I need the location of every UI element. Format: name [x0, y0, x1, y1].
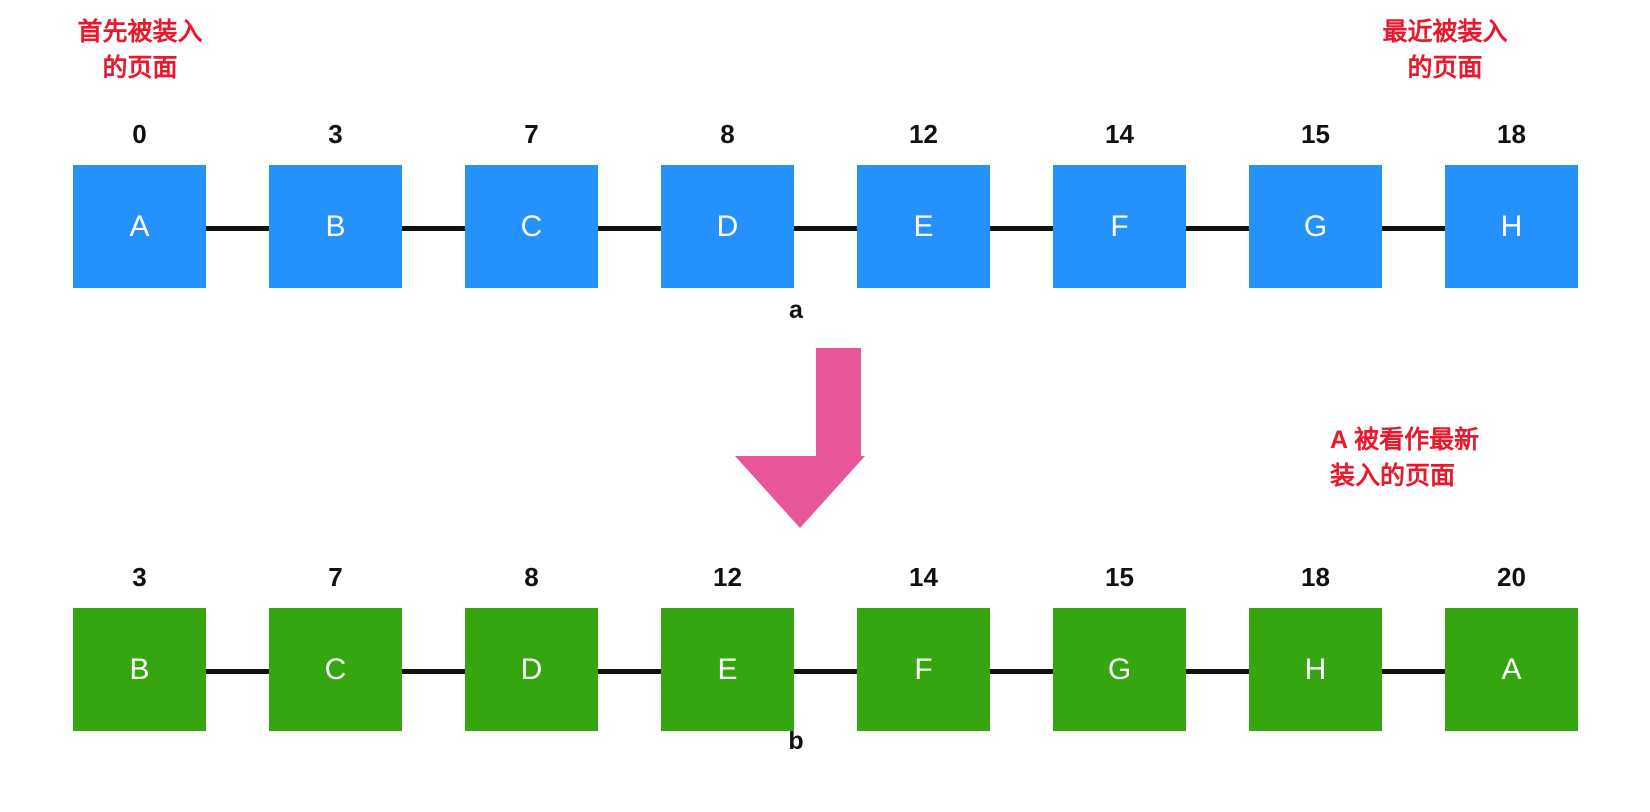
page-frame-connector — [402, 226, 465, 231]
page-frame-timestamp: 14 — [1105, 119, 1134, 149]
page-frame-connector — [1186, 669, 1249, 674]
page-frame-connector — [1186, 226, 1249, 231]
down-arrow-head — [735, 456, 865, 528]
page-frame-timestamp: 0 — [132, 119, 147, 149]
page-frame-connector — [1382, 226, 1445, 231]
page-frame-timestamp: 18 — [1497, 119, 1526, 149]
annotation-most-recently-loaded: 最近被装入 的页面 — [1382, 18, 1508, 83]
page-frame-timestamp: 14 — [909, 562, 938, 592]
page-frame-box: G — [1249, 165, 1382, 288]
page-frame-timestamp: 7 — [328, 562, 343, 592]
page-frame-timestamp: 15 — [1105, 562, 1134, 592]
page-frame-timestamp: 12 — [713, 562, 742, 592]
page-frame-box: F — [1053, 165, 1186, 288]
page-frame-timestamp: 20 — [1497, 562, 1526, 592]
page-frame-connector — [1382, 669, 1445, 674]
page-frame-timestamp: 8 — [524, 562, 539, 592]
annotation-a-is-newest: A 被看作最新 装入的页面 — [1330, 426, 1480, 491]
page-frame-timestamp: 8 — [720, 119, 735, 149]
annotation-first-loaded: 首先被装入 的页面 — [77, 18, 203, 83]
page-frame-box: H — [1445, 165, 1578, 288]
down-arrow-icon — [735, 348, 865, 528]
page-frame-connector — [794, 226, 857, 231]
page-frame-box: D — [465, 608, 598, 731]
down-arrow-shaft — [816, 348, 861, 458]
page-frame-box: A — [1445, 608, 1578, 731]
panel-caption-a: a — [789, 296, 803, 324]
page-frame-timestamp: 12 — [909, 119, 938, 149]
page-frame-box: E — [857, 165, 990, 288]
panel-caption-b: b — [788, 727, 804, 755]
page-frame-box: B — [73, 608, 206, 731]
page-frame-timestamp: 3 — [132, 562, 147, 592]
page-frame-timestamp: 3 — [328, 119, 343, 149]
page-frame-box: G — [1053, 608, 1186, 731]
page-frame-box: C — [465, 165, 598, 288]
page-frame-box: D — [661, 165, 794, 288]
page-frame-connector — [206, 669, 269, 674]
page-frame-box: E — [661, 608, 794, 731]
page-frame-connector — [794, 669, 857, 674]
page-frame-box: F — [857, 608, 990, 731]
page-frame-timestamp: 18 — [1301, 562, 1330, 592]
page-frame-timestamp: 7 — [524, 119, 539, 149]
page-frame-box: A — [73, 165, 206, 288]
page-frame-connector — [402, 669, 465, 674]
page-frame-connector — [990, 669, 1053, 674]
page-frame-box: H — [1249, 608, 1382, 731]
page-frame-timestamp: 15 — [1301, 119, 1330, 149]
page-frame-connector — [598, 669, 661, 674]
page-frame-connector — [598, 226, 661, 231]
page-frame-box: C — [269, 608, 402, 731]
page-frame-connector — [990, 226, 1053, 231]
page-frame-connector — [206, 226, 269, 231]
page-frame-box: B — [269, 165, 402, 288]
